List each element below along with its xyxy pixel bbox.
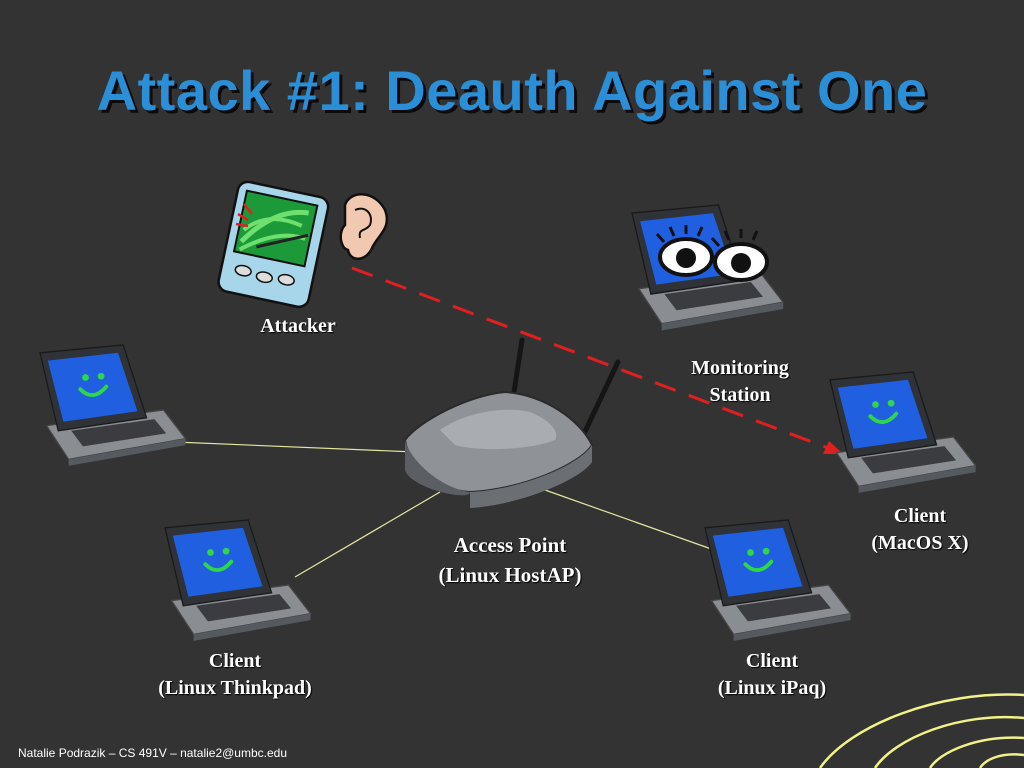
laptop-smiley-icon: [704, 519, 852, 642]
client-laptop-thinkpad: [164, 519, 312, 642]
wireless-router-icon: [403, 337, 621, 508]
laptop-smiley-icon: [39, 344, 187, 467]
laptop-smiley-icon: [829, 371, 977, 494]
client-laptop-ipaq: [704, 519, 852, 642]
client-laptop-unlabeled: [39, 344, 187, 467]
monitoring-station-label: Monitoring Station: [660, 355, 820, 409]
spy-eyes-icon: [655, 225, 769, 282]
monitoring-label-line2: Station: [709, 384, 771, 406]
laptop-smiley-icon: [164, 519, 312, 642]
attacker-label: Attacker: [228, 313, 368, 340]
client-macos-label: Client (MacOS X): [850, 503, 990, 557]
attack-arrowhead: [823, 441, 843, 454]
client-thinkpad-label-line2: (Linux Thinkpad): [158, 677, 312, 699]
client-ipaq-label-line1: Client: [745, 650, 799, 672]
decorative-arcs: [818, 693, 1024, 768]
attacker-label-line1: Attacker: [260, 315, 336, 337]
deauth-attack-line: [351, 266, 829, 450]
access-point-label: Access Point (Linux HostAP): [395, 530, 625, 590]
client-thinkpad-label: Client (Linux Thinkpad): [125, 648, 345, 702]
pda-with-ear-icon: [217, 180, 389, 309]
client-laptop-macos: [829, 371, 977, 494]
slide-footer: Natalie Podrazik – CS 491V – natalie2@um…: [18, 746, 288, 760]
slide-title: Attack #1: Deauth Against One: [96, 59, 928, 122]
client-macos-label-line2: (MacOS X): [871, 532, 969, 554]
access-point-label-line1: Access Point: [453, 533, 567, 557]
access-point-label-line2: (Linux HostAP): [438, 563, 582, 587]
client-thinkpad-label-line1: Client: [208, 650, 262, 672]
client-macos-label-line1: Client: [893, 505, 947, 527]
client-ipaq-label: Client (Linux iPaq): [682, 648, 862, 702]
client-ipaq-label-line2: (Linux iPaq): [717, 677, 827, 699]
monitoring-label-line1: Monitoring: [691, 357, 789, 379]
